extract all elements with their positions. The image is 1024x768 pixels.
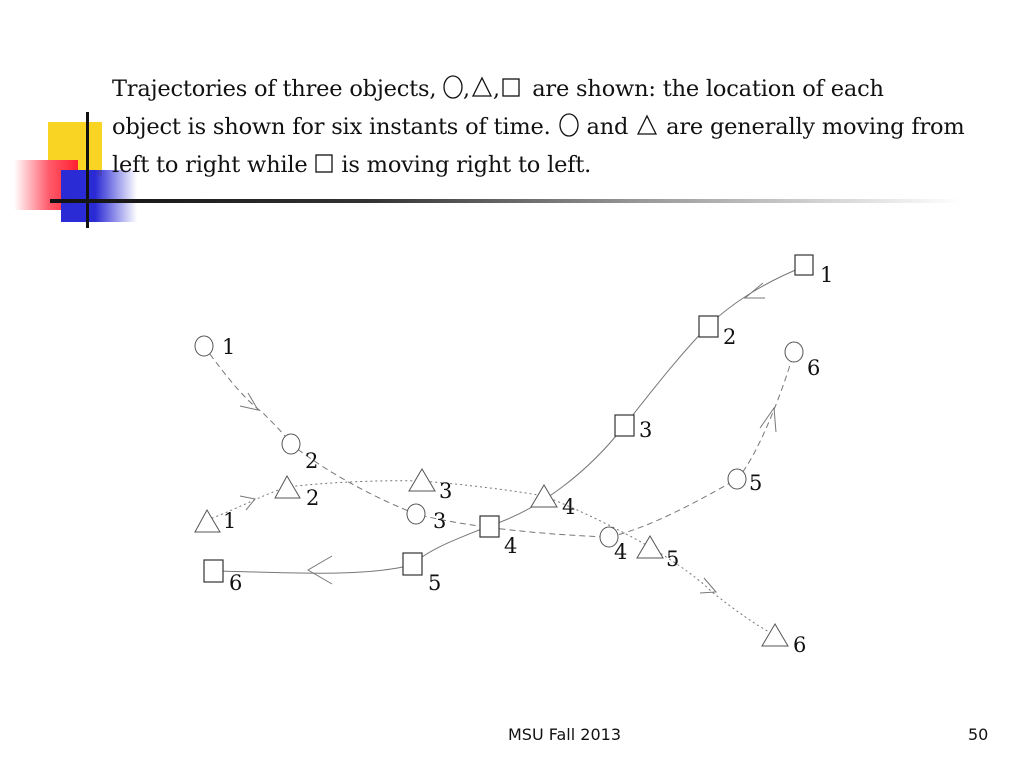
square-marker xyxy=(203,559,224,583)
circle-marker xyxy=(406,503,426,525)
triangle-label: 4 xyxy=(562,495,575,519)
decor-vertical-line xyxy=(86,112,89,228)
circle-arrowhead-2 xyxy=(759,406,777,433)
circle-label: 3 xyxy=(433,509,446,533)
title-underline xyxy=(50,199,962,203)
svg-text:,: , xyxy=(463,77,470,100)
circle-label: 6 xyxy=(807,356,820,380)
caption-text: object is shown for six instants of time… xyxy=(112,114,551,140)
svg-text:,: , xyxy=(493,77,500,100)
triangle-arrowhead-1 xyxy=(239,495,256,511)
caption-text: Trajectories of three objects, xyxy=(112,76,437,102)
square-trajectory xyxy=(212,266,804,574)
caption-line-2: object is shown for six instants of time… xyxy=(112,108,965,146)
square-symbol-icon xyxy=(315,154,334,173)
shape-symbols-icon: , , xyxy=(443,75,520,100)
circle-marker xyxy=(281,433,301,455)
square-arrowhead-2 xyxy=(307,555,333,585)
caption-line-1: Trajectories of three objects, , , are s… xyxy=(112,70,957,108)
square-label: 6 xyxy=(229,571,242,595)
triangle-label: 6 xyxy=(793,633,806,657)
circle-label: 1 xyxy=(222,335,235,359)
triangle-marker xyxy=(194,508,221,533)
circle-label: 4 xyxy=(614,540,627,564)
circle-marker xyxy=(784,341,804,363)
triangle-arrowhead-2 xyxy=(699,577,718,594)
footer-label: MSU Fall 2013 xyxy=(508,725,621,744)
circle-arrowhead-1 xyxy=(239,392,260,411)
caption-text: are shown: the location of each xyxy=(532,76,884,102)
triangle-marker xyxy=(636,535,664,559)
square-label: 2 xyxy=(723,325,736,349)
square-marker xyxy=(794,254,814,276)
triangle-marker xyxy=(408,468,436,492)
slide-caption: Trajectories of three objects, , , are s… xyxy=(112,70,965,184)
square-marker xyxy=(402,552,423,576)
triangle-marker xyxy=(761,623,789,647)
caption-text: and xyxy=(586,114,629,140)
square-marker xyxy=(698,315,719,338)
triangle-label: 1 xyxy=(223,509,236,533)
circle-symbol-icon xyxy=(558,113,579,137)
square-label: 5 xyxy=(428,571,441,595)
circle-label: 2 xyxy=(305,449,318,473)
circle-label: 5 xyxy=(749,471,762,495)
triangle-label: 5 xyxy=(666,547,679,571)
triangle-trajectory xyxy=(206,480,776,636)
triangle-marker xyxy=(274,474,301,499)
triangle-label: 3 xyxy=(439,479,452,503)
decor-blue-square xyxy=(61,170,137,222)
square-label: 4 xyxy=(504,534,517,558)
circle-marker xyxy=(727,468,747,490)
caption-line-3: left to right while is moving right to l… xyxy=(112,146,957,184)
triangle-symbol-icon xyxy=(637,114,658,135)
square-marker xyxy=(479,515,500,538)
caption-text: are generally moving from xyxy=(666,114,965,140)
caption-text: is moving right to left. xyxy=(341,152,592,178)
circle-marker xyxy=(599,526,619,548)
caption-text: left to right while xyxy=(112,152,308,178)
triangle-label: 2 xyxy=(306,486,319,510)
square-arrowhead-1 xyxy=(743,282,765,299)
page-number: 50 xyxy=(968,725,989,744)
square-label: 1 xyxy=(820,263,833,287)
square-label: 3 xyxy=(639,418,652,442)
square-marker xyxy=(614,414,635,437)
circle-marker xyxy=(194,335,214,357)
triangle-marker xyxy=(530,484,558,508)
